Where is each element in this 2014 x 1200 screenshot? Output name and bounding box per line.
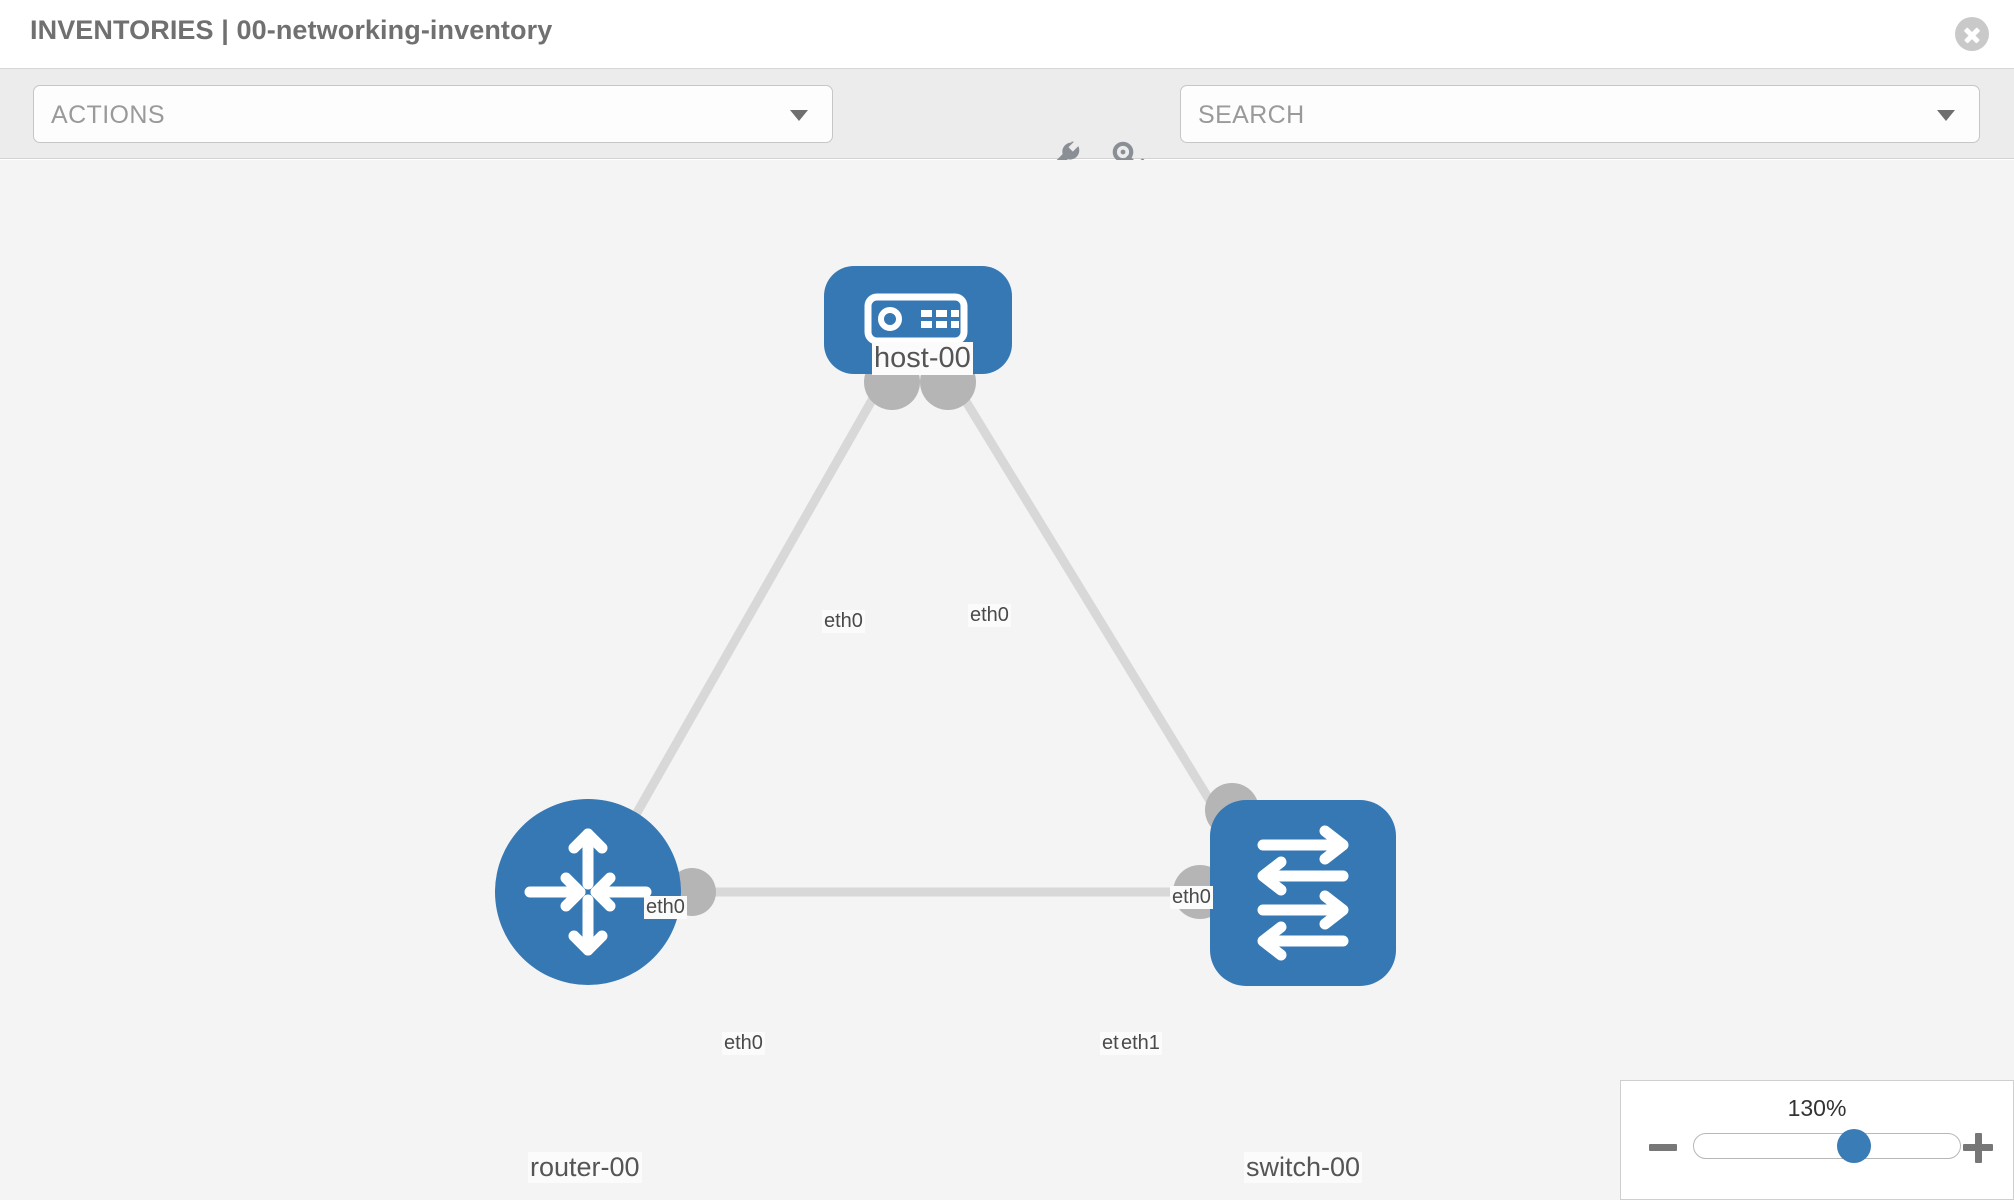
iface-label-switch00-eth1: eth1	[1119, 1032, 1162, 1055]
node-label-host-00: host-00	[872, 342, 973, 375]
iface-label-host00-eth0-left: eth0	[822, 610, 865, 633]
zoom-slider-thumb[interactable]	[1836, 1129, 1871, 1163]
iface-label-switch00-eth0-uplink: eth0	[1170, 886, 1213, 909]
iface-label-router00-eth0: eth0	[722, 1032, 765, 1055]
toolbar: ACTIONS SEARCH	[0, 69, 2014, 176]
plus-icon[interactable]	[1963, 1132, 1993, 1163]
iface-label-router00-eth0-uplink: eth0	[644, 896, 687, 919]
search-placeholder: SEARCH	[1198, 101, 1305, 129]
title-bar: INVENTORIES | 00-networking-inventory	[0, 0, 2014, 69]
actions-dropdown[interactable]: ACTIONS	[33, 85, 833, 143]
close-icon[interactable]	[1955, 17, 1989, 51]
node-router-00-shape	[495, 799, 681, 985]
switch-arrows-icon	[1257, 825, 1349, 961]
topology-graph	[495, 266, 1396, 986]
node-switch-00	[1210, 800, 1396, 986]
topology-edges	[606, 369, 1244, 897]
chevron-down-icon	[790, 110, 808, 121]
edge-host00-switch00	[944, 369, 1244, 853]
node-switch-00-shape	[1210, 800, 1396, 986]
node-router-00	[495, 799, 681, 985]
topology-canvas[interactable]: host-00 router-00 switch-00 eth0 eth0 et…	[0, 160, 2014, 1200]
search-input[interactable]: SEARCH	[1180, 85, 1980, 143]
zoom-percent-label: 130%	[1787, 1095, 1847, 1121]
edge-host00-router00	[606, 369, 892, 863]
router-arrows-icon	[524, 828, 652, 956]
server-icon	[864, 293, 968, 345]
iface-label-host00-eth0-right: eth0	[968, 604, 1011, 627]
zoom-slider[interactable]	[1693, 1129, 1961, 1163]
chevron-down-icon	[1937, 110, 1955, 121]
zoom-control: 130%	[1620, 1080, 2014, 1200]
node-label-router-00: router-00	[528, 1152, 642, 1183]
minus-icon[interactable]	[1649, 1132, 1679, 1162]
page-title: INVENTORIES | 00-networking-inventory	[30, 15, 553, 45]
actions-dropdown-label: ACTIONS	[51, 101, 165, 129]
node-label-switch-00: switch-00	[1244, 1152, 1363, 1183]
topology-connectors	[668, 354, 1259, 919]
